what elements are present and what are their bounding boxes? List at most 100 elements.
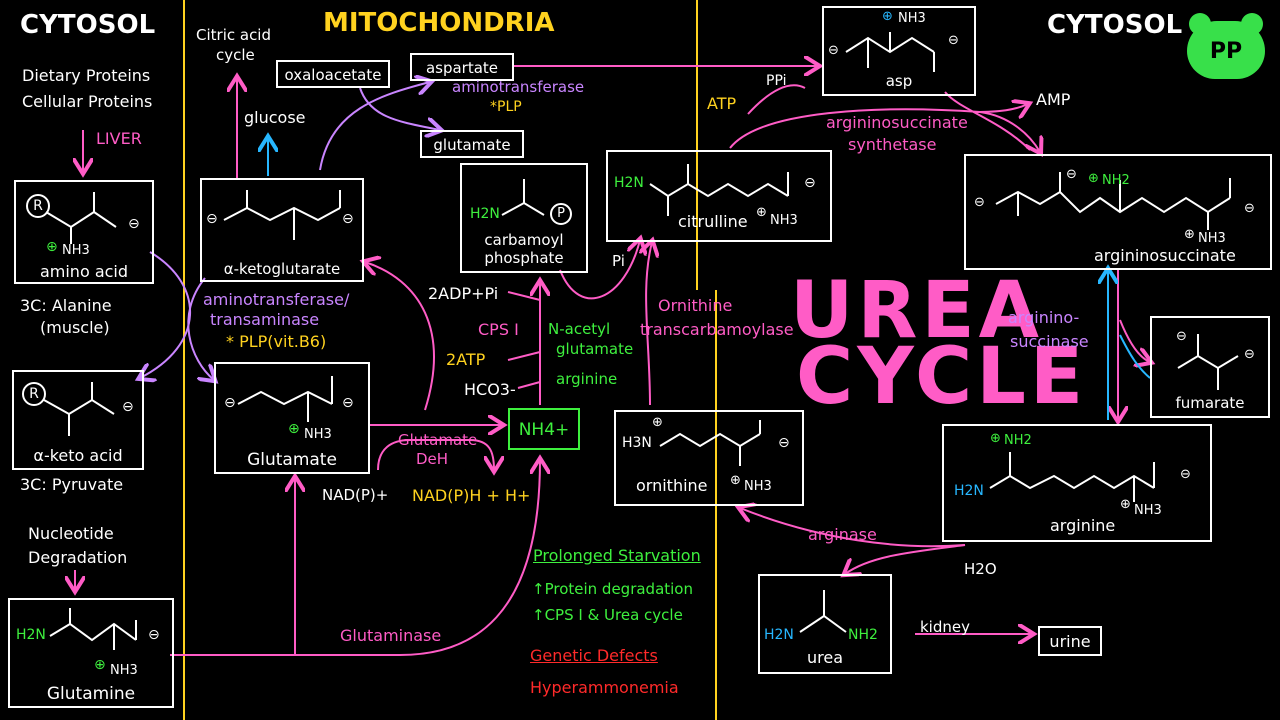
ornithine-nh3: NH3 <box>744 479 772 494</box>
citric-acid-label: Citric acid <box>196 26 271 44</box>
ass-label-1: argininosuccinate <box>826 113 968 132</box>
argsucc-minus-mid: ⊖ <box>1066 167 1077 182</box>
asp-minus-right: ⊖ <box>948 33 959 48</box>
asp-minus-left: ⊖ <box>828 43 839 58</box>
argsucc-minus-left: ⊖ <box>974 195 985 210</box>
dietary-proteins-label: Dietary Proteins <box>22 66 151 85</box>
aminotransferase-left-label: aminotransferase/ <box>203 290 350 309</box>
amine-plus: ⊕ <box>46 239 58 255</box>
otc-label-1: Ornithine <box>658 296 733 315</box>
carbamoyl-h2n: H2N <box>470 206 500 222</box>
kidney-label: kidney <box>920 618 970 636</box>
glutamine-nh3: NH3 <box>110 663 138 678</box>
arginine-plus-nh3: ⊕ <box>1120 497 1131 512</box>
urea-skeleton <box>799 590 847 633</box>
atp-branch <box>507 351 541 361</box>
pyruvate-label: 3C: Pyruvate <box>20 475 124 494</box>
ornithine-label: ornithine <box>636 476 708 495</box>
arginine-h2n: H2N <box>954 483 984 499</box>
glutamine-h2n: H2N <box>16 627 46 643</box>
akg-minus-right: ⊖ <box>342 211 354 227</box>
carbamoyl-skeleton <box>501 179 545 216</box>
glutamine-plus: ⊕ <box>94 657 106 673</box>
citrulline-skeleton <box>649 164 789 216</box>
alpha-ketoglutarate-box: ⊖ ⊖ α-ketoglutarate <box>200 178 364 282</box>
argsucc-minus-right: ⊖ <box>1244 201 1255 216</box>
oxaloacetate-box: oxaloacetate <box>276 60 390 88</box>
glutamate-skeleton <box>237 376 333 422</box>
argsucc-nh3: NH3 <box>1198 231 1226 246</box>
header-cytosol-right: CYTOSOL <box>1047 10 1183 40</box>
ornithine-to-citrulline-arrow <box>646 242 652 406</box>
liver-label: LIVER <box>96 129 142 148</box>
citrulline-nh3: NH3 <box>770 213 798 228</box>
transaminase-label: transaminase <box>210 310 320 329</box>
citrulline-h2n: H2N <box>614 175 644 191</box>
amino-acid-skeleton <box>45 192 117 244</box>
protein-degradation-label: ↑Protein degradation <box>532 580 693 598</box>
asp-label: asp <box>885 72 913 90</box>
amino-nh3: NH3 <box>62 243 90 258</box>
akg-to-aspartate-arrow <box>319 82 430 171</box>
cps-label: CPS I <box>478 320 519 339</box>
phosphate-circle: P <box>550 203 572 225</box>
arginine-to-urea-arrow <box>845 544 966 574</box>
hco3-branch <box>517 381 541 389</box>
glutaminase-label: Glutaminase <box>340 626 442 645</box>
citrulline-to-argininosuccinate-arrow <box>729 108 1040 152</box>
fumarate-blue-arrow <box>1119 334 1151 379</box>
phosphate-label: phosphate <box>484 249 564 267</box>
pi-label: Pi <box>612 252 625 270</box>
asp-nh3: NH3 <box>898 11 926 26</box>
h2o-label: H2O <box>964 560 997 578</box>
glutamine-box: H2N ⊖ ⊕ NH3 Glutamine <box>8 598 174 708</box>
arginine-nh3: NH3 <box>1134 503 1162 518</box>
cellular-proteins-label: Cellular Proteins <box>22 92 153 111</box>
oxaloacetate-label: oxaloacetate <box>284 66 382 84</box>
frog-left-eye <box>1189 13 1211 35</box>
ornithine-plus: ⊕ <box>730 473 741 488</box>
ornithine-skeleton <box>659 420 761 466</box>
atp2-label: 2ATP <box>446 350 486 369</box>
glutamate-box: ⊖ ⊖ ⊕ NH3 Glutamate <box>214 362 370 474</box>
glutamine-to-glutamate-arrow <box>170 460 540 656</box>
glutamate-to-akg-arrow <box>365 262 435 411</box>
hco3-label: HCO3- <box>464 380 516 399</box>
cycle-label: cycle <box>216 46 255 64</box>
ornithine-h3n: H3N <box>622 435 652 451</box>
amino-acid-to-keto-arrow <box>140 251 192 378</box>
arginine-label: arginine <box>1050 516 1116 535</box>
urea-h2n: H2N <box>764 627 794 643</box>
carbamoyl-to-citrulline-arrow <box>559 240 640 300</box>
starvation-label: Prolonged Starvation <box>533 546 701 565</box>
keto-minus: ⊖ <box>122 399 134 415</box>
ornithine-box: H3N ⊕ ⊖ ornithine ⊕ NH3 <box>614 410 804 506</box>
citrulline-plus: ⊕ <box>756 205 767 220</box>
keto-acid-label: α-keto acid <box>33 446 123 465</box>
carbamoyl-phosphate-box: H2N P carbamoyl phosphate <box>460 163 588 273</box>
hyperammonemia-label: Hyperammonemia <box>530 678 679 697</box>
fumarate-minus-left: ⊖ <box>1176 329 1187 344</box>
nadph-label: NAD(P)H + H+ <box>412 486 531 505</box>
citrulline-box: H2N ⊖ citrulline ⊕ NH3 <box>606 150 832 242</box>
glutamine-label: Glutamine <box>46 684 136 704</box>
ass-label-2: synthetase <box>848 135 937 154</box>
argininosuccinate-skeleton <box>995 172 1231 230</box>
urea-box: H2N NH2 urea <box>758 574 892 674</box>
logo-text: PP <box>1209 39 1243 64</box>
nh4-box: NH4+ <box>508 408 580 450</box>
carboxylate-minus: ⊖ <box>128 216 140 232</box>
frog-right-eye <box>1241 13 1263 35</box>
fumarate-skeleton <box>1177 334 1239 390</box>
urea-nh2: NH2 <box>848 627 878 643</box>
ppi-label: PPi <box>766 73 787 89</box>
glutamine-skeleton <box>49 608 137 650</box>
glutamate-top-label: glutamate <box>433 136 511 154</box>
argsucc-plus-nh3: ⊕ <box>1184 227 1195 242</box>
atp-label: ATP <box>707 94 737 113</box>
ornithine-plus-top: ⊕ <box>652 415 663 430</box>
degradation-label: Degradation <box>28 548 128 567</box>
nadp-arrow <box>377 439 494 470</box>
asp-skeleton <box>845 32 935 72</box>
